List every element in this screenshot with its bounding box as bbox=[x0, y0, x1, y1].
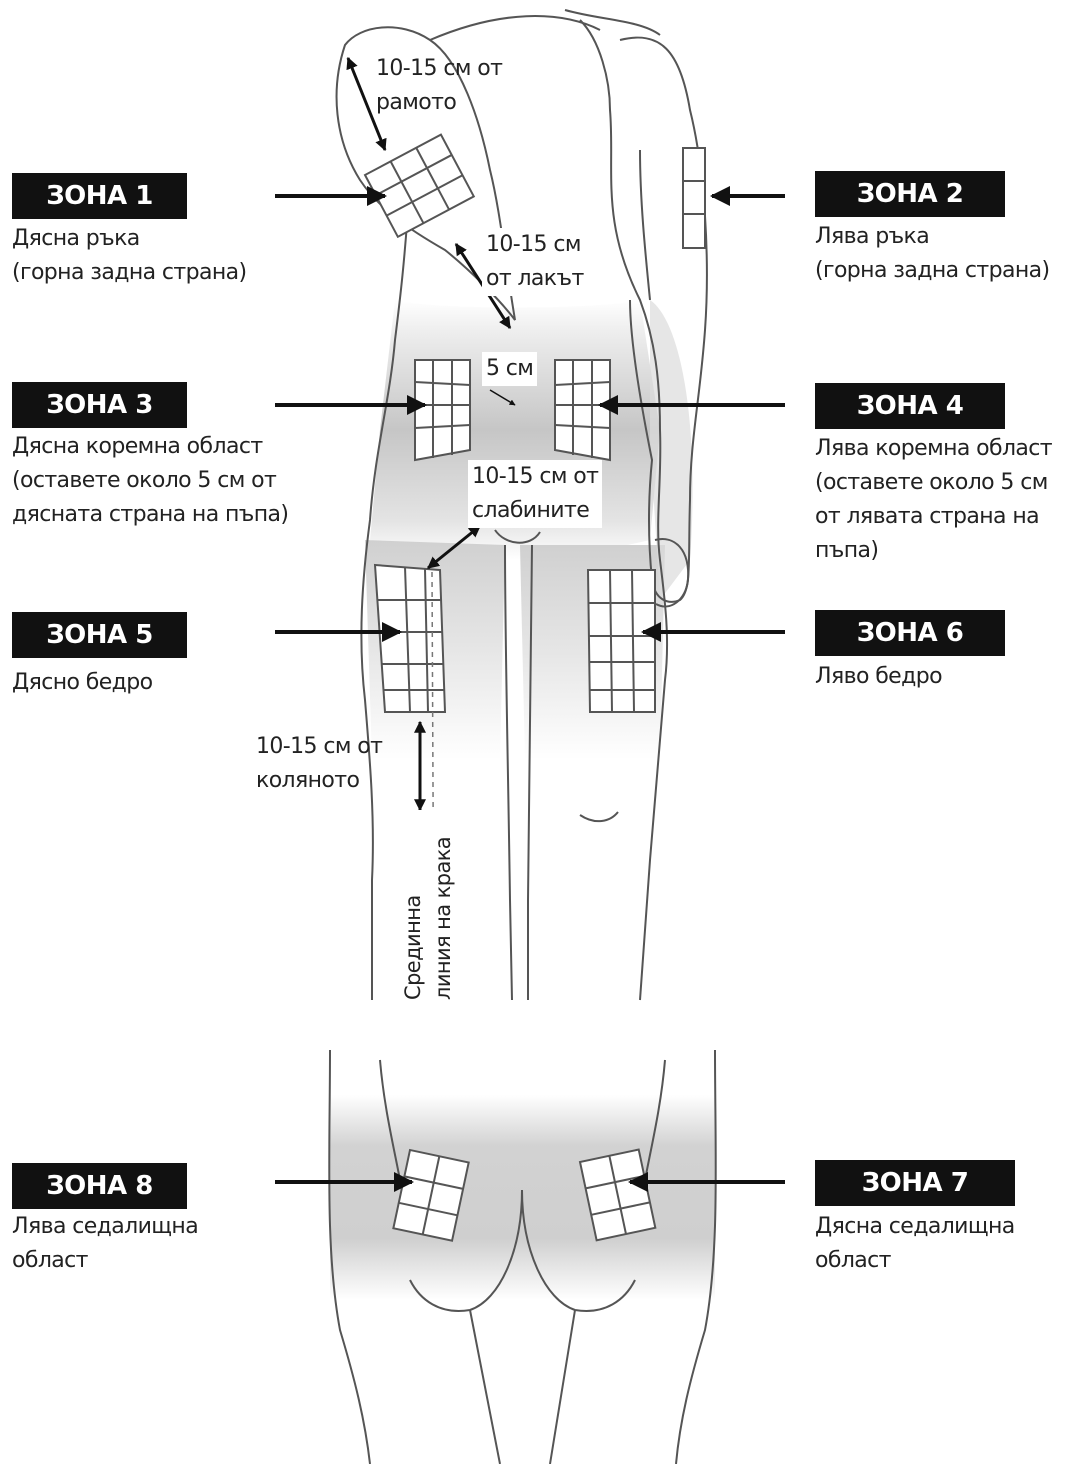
injection-grid-zone-1 bbox=[365, 135, 474, 237]
knee-distance-callout: 10-15 см от коляното bbox=[252, 730, 386, 798]
zone-4-description: Лява коремна област (оставете около 5 см… bbox=[815, 432, 1052, 568]
shoulder-distance-callout: 10-15 см от рамото bbox=[372, 52, 506, 120]
zone-5-description: Дясно бедро bbox=[12, 666, 153, 700]
zone-1-description-line: Дясна ръка bbox=[12, 222, 246, 256]
zone-4-description-line: пъпа) bbox=[815, 534, 1052, 568]
zone-3-description: Дясна коремна област (оставете около 5 с… bbox=[12, 430, 288, 532]
zone-8-description-line: област bbox=[12, 1244, 198, 1278]
injection-grid-zone-2 bbox=[683, 148, 705, 248]
zone-7-description-line: област bbox=[815, 1244, 1015, 1278]
zone-6-label: ЗОНА 6 bbox=[815, 610, 1005, 656]
zone-4-description-line: (оставете около 5 см bbox=[815, 466, 1052, 500]
callout-line: слабините bbox=[472, 494, 598, 528]
callout-line: Срединна bbox=[398, 810, 428, 1000]
zone-7-label: ЗОНА 7 bbox=[815, 1160, 1015, 1206]
injection-grid-zone-3 bbox=[415, 360, 470, 460]
injection-grid-zone-4 bbox=[555, 360, 610, 460]
injection-grid-zone-6 bbox=[588, 570, 655, 712]
zone-5-description-line: Дясно бедро bbox=[12, 666, 153, 700]
zone-2-label: ЗОНА 2 bbox=[815, 171, 1005, 217]
zone-4-label: ЗОНА 4 bbox=[815, 383, 1005, 429]
zone-3-description-line: (оставете около 5 см от bbox=[12, 464, 288, 498]
leg-midline-label: Срединна линия на крака bbox=[398, 810, 458, 1000]
callout-line: 10-15 см bbox=[486, 228, 584, 262]
zone-8-label: ЗОНА 8 bbox=[12, 1163, 187, 1209]
zone-4-description-line: Лява коремна област bbox=[815, 432, 1052, 466]
zone-1-description-line: (горна задна страна) bbox=[12, 256, 246, 290]
callout-line: рамото bbox=[376, 86, 502, 120]
groin-distance-callout: 10-15 см от слабините bbox=[468, 460, 602, 528]
callout-line: линия на крака bbox=[428, 810, 458, 1000]
zone-4-description-line: от лявата страна на bbox=[815, 500, 1052, 534]
callout-line: 10-15 см от bbox=[376, 52, 502, 86]
callout-line: коляното bbox=[256, 764, 382, 798]
zone-6-description: Ляво бедро bbox=[815, 660, 942, 694]
zone-3-description-line: дясната страна на пъпа) bbox=[12, 498, 288, 532]
zone-3-label: ЗОНА 3 bbox=[12, 382, 187, 428]
knee-line bbox=[580, 812, 618, 821]
zone-6-description-line: Ляво бедро bbox=[815, 660, 942, 694]
callout-line: 10-15 см от bbox=[472, 460, 598, 494]
zone-8-description-line: Лява седалищна bbox=[12, 1210, 198, 1244]
zone-7-description-line: Дясна седалищна bbox=[815, 1210, 1015, 1244]
callout-line: от лакът bbox=[486, 262, 584, 296]
left-arm-inner bbox=[640, 150, 650, 300]
zone-1-description: Дясна ръка (горна задна страна) bbox=[12, 222, 246, 290]
raised-arm-upper bbox=[430, 16, 600, 40]
lower-body-figure bbox=[329, 1050, 716, 1464]
navel-distance-callout: 5 см bbox=[482, 352, 537, 386]
zone-8-description: Лява седалищна област bbox=[12, 1210, 198, 1278]
back-legs bbox=[470, 1310, 575, 1464]
inner-right-leg bbox=[505, 545, 512, 1000]
zone-2-description-line: (горна задна страна) bbox=[815, 254, 1049, 288]
zone-2-description: Лява ръка (горна задна страна) bbox=[815, 220, 1049, 288]
zone-1-label: ЗОНА 1 bbox=[12, 173, 187, 219]
zone-2-description-line: Лява ръка bbox=[815, 220, 1049, 254]
zone-7-description: Дясна седалищна област bbox=[815, 1210, 1015, 1278]
zone-5-label: ЗОНА 5 bbox=[12, 612, 187, 658]
elbow-distance-callout: 10-15 см от лакът bbox=[482, 228, 588, 296]
callout-line: 10-15 см от bbox=[256, 730, 382, 764]
zone-3-description-line: Дясна коремна област bbox=[12, 430, 288, 464]
